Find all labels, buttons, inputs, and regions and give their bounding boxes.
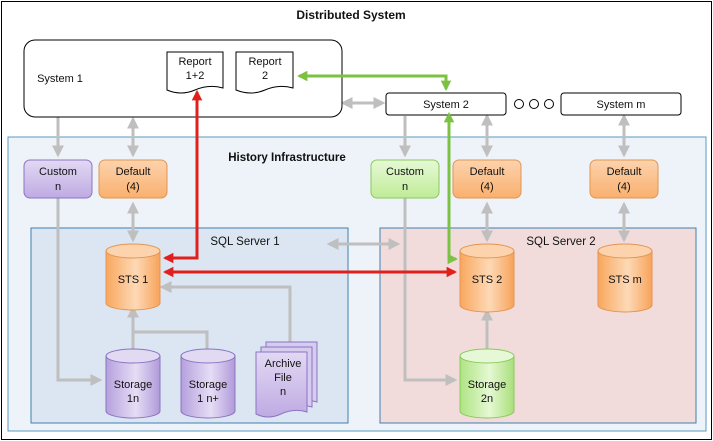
default-box-m bbox=[589, 159, 659, 199]
custom-1-line2: n bbox=[55, 181, 61, 193]
storage-1nplus-line1: Storage bbox=[189, 379, 228, 391]
arrow-system2-sts2 bbox=[443, 111, 459, 265]
history-infrastructure-label: History Infrastructure bbox=[228, 152, 346, 164]
sql-server-2-label: SQL Server 2 bbox=[526, 236, 595, 248]
default-m-line2: (4) bbox=[617, 181, 630, 193]
sts-m-database: STS m bbox=[597, 243, 653, 313]
system-1-label: System 1 bbox=[37, 73, 83, 85]
storage-1nplus-line2: 1 n+ bbox=[197, 393, 219, 405]
ellipsis-dots bbox=[514, 99, 554, 109]
arrow-custom-storage1n bbox=[56, 198, 103, 386]
storage-2n-line2: 2n bbox=[481, 393, 493, 405]
ellipsis-dot bbox=[529, 99, 539, 109]
storage-2n-line1: Storage bbox=[468, 379, 507, 391]
gray-connectors bbox=[52, 97, 630, 386]
system-m-box bbox=[560, 92, 682, 116]
arrow-storage1nplus-sts1 bbox=[133, 330, 209, 350]
distributed-system-title: Distributed System bbox=[296, 8, 405, 22]
custom-box-2 bbox=[370, 159, 440, 199]
archive-line3: n bbox=[280, 386, 286, 398]
report-1-2-line2: 1+2 bbox=[186, 70, 205, 82]
sts-1-database: STS 1 bbox=[105, 243, 161, 311]
custom-1-line1: Custom bbox=[39, 166, 77, 178]
default-m-line1: Default bbox=[607, 166, 642, 178]
storage-1n-line1: Storage bbox=[114, 379, 153, 391]
report-1-2-line1: Report bbox=[178, 56, 211, 68]
default-2-line1: Default bbox=[470, 166, 505, 178]
arrow-report2-system2 bbox=[296, 70, 452, 92]
report-2-document bbox=[235, 51, 294, 94]
report-2-line2: 2 bbox=[262, 70, 268, 82]
default-2-line2: (4) bbox=[480, 181, 493, 193]
custom-2-line2: n bbox=[402, 181, 408, 193]
green-connectors bbox=[296, 70, 459, 265]
system-2-label: System 2 bbox=[423, 99, 469, 111]
ellipsis-dot bbox=[514, 99, 524, 109]
arrow-report12-sts1 bbox=[162, 89, 203, 264]
storage-1n-line2: 1n bbox=[127, 393, 139, 405]
sql-server-1-label: SQL Server 1 bbox=[210, 236, 279, 248]
sts-2-label: STS 2 bbox=[472, 274, 503, 286]
custom-2-line1: Custom bbox=[386, 166, 424, 178]
archive-file-stack: Archive File n bbox=[255, 341, 318, 418]
custom-box-1 bbox=[23, 159, 93, 199]
red-connectors bbox=[162, 89, 458, 278]
default-1-line2: (4) bbox=[126, 181, 139, 193]
storage-1n-database: Storage 1n bbox=[105, 348, 161, 419]
ellipsis-dot bbox=[544, 99, 554, 109]
archive-line2: File bbox=[274, 372, 292, 384]
sts-2-database: STS 2 bbox=[459, 243, 515, 313]
arrow-custom2-storage2n bbox=[403, 198, 458, 386]
storage-2n-database: Storage 2n bbox=[459, 348, 515, 419]
arrow-archive-sts1 bbox=[159, 281, 292, 342]
sts-1-label: STS 1 bbox=[118, 274, 149, 286]
report-2-line1: Report bbox=[248, 56, 281, 68]
system-m-label: System m bbox=[597, 99, 646, 111]
archive-line1: Archive bbox=[265, 358, 302, 370]
default-1-line1: Default bbox=[116, 166, 151, 178]
storage-1nplus-database: Storage 1 n+ bbox=[180, 348, 236, 419]
sts-m-label: STS m bbox=[608, 274, 642, 286]
